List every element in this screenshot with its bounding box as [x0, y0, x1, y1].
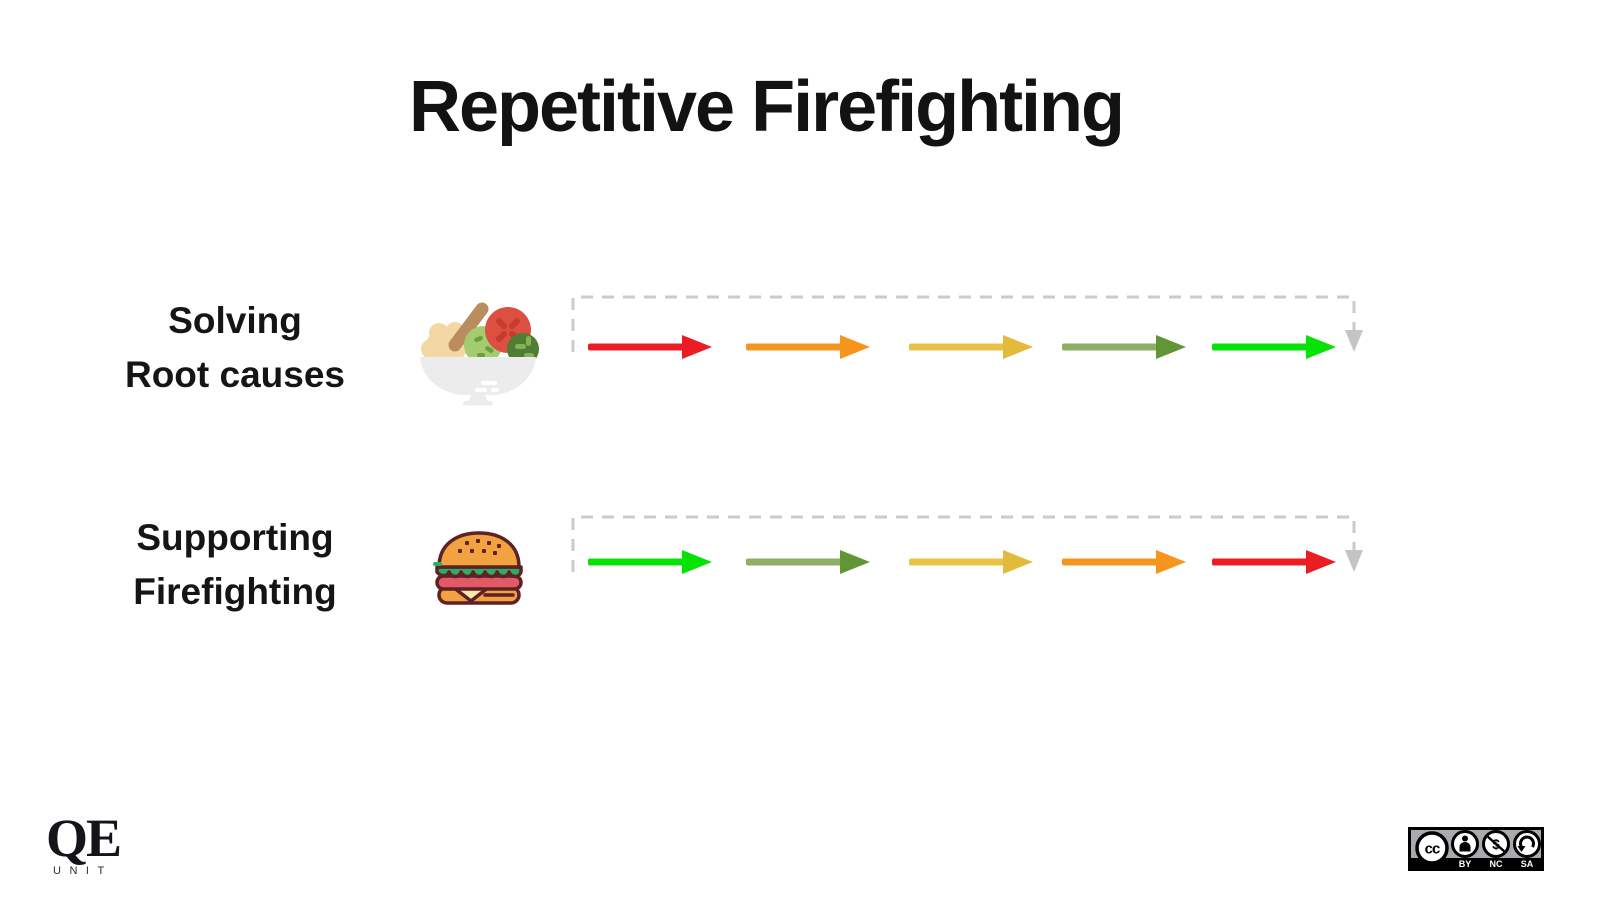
row-label-solving-root-causes: Solving Root causes	[110, 294, 360, 402]
non-commercial-icon: $	[1482, 830, 1510, 858]
repeat-loop-arrow-top	[571, 295, 1363, 352]
arrow-step1-red-icon	[588, 335, 712, 359]
salad-bowl-icon	[420, 302, 539, 406]
qe-unit-logo: QE UNIT	[46, 808, 122, 877]
share-alike-icon	[1513, 830, 1541, 858]
row2-label-line2: Firefighting	[133, 571, 337, 612]
qe-logo-text: QE	[46, 808, 122, 868]
arrow-step2-orange-icon	[746, 335, 870, 359]
row1-label-line1: Solving	[168, 300, 302, 341]
cc-license-badge: cc $ BY NC SA	[1408, 827, 1544, 871]
arrow-step4-olive-icon	[1062, 335, 1186, 359]
arrow-step4-orange-icon	[1062, 550, 1186, 574]
svg-text:NC: NC	[1490, 859, 1503, 869]
arrow-step3-yellow-icon	[909, 335, 1033, 359]
burger-lettuce	[435, 565, 523, 579]
arrow-step5-red-icon	[1212, 550, 1336, 574]
qe-logo-subtext: UNIT	[53, 865, 113, 877]
row-label-supporting-firefighting: Supporting Firefighting	[110, 511, 360, 619]
loop-arrowhead-down-icon	[1345, 330, 1363, 352]
svg-text:SA: SA	[1521, 859, 1534, 869]
arrow-step2-olive-icon	[746, 550, 870, 574]
arrow-step3-yellow-icon	[909, 550, 1033, 574]
svg-text:BY: BY	[1459, 859, 1472, 869]
arrow-step5-green-icon	[1212, 335, 1336, 359]
repeat-loop-arrow-bottom	[571, 515, 1363, 572]
cc-icon: cc	[1415, 831, 1449, 865]
burger-lettuce-tip	[433, 562, 442, 566]
row2-label-line1: Supporting	[136, 517, 334, 558]
arrow-step1-green-icon	[588, 550, 712, 574]
page-title: Repetitive Firefighting	[408, 67, 1125, 148]
row1-label-line2: Root causes	[124, 354, 345, 395]
cc-license-labels: BY NC SA	[1459, 859, 1534, 869]
svg-text:cc: cc	[1425, 841, 1440, 858]
salad-spoon	[448, 302, 489, 352]
salad-bowl	[420, 357, 536, 406]
burger-icon	[433, 531, 523, 605]
attribution-icon	[1451, 830, 1479, 858]
burger-top-bun	[437, 531, 521, 569]
burger-sesame-seeds	[458, 539, 501, 555]
loop-arrowhead-down-icon	[1345, 550, 1363, 572]
